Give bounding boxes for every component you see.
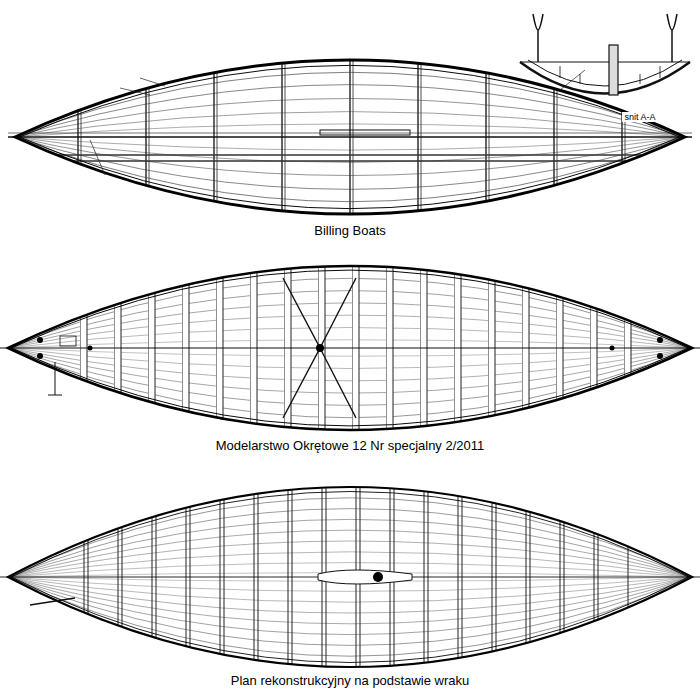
plan-caption: Modelarstwo Okrętowe 12 Nr specjalny 2/2…	[214, 438, 487, 453]
plan-caption: Plan rekonstrukcyjny na podstawie wraku	[229, 673, 471, 688]
plan-caption: Billing Boats	[312, 223, 388, 238]
section-inset	[520, 14, 690, 95]
hull-plan-1	[0, 0, 700, 300]
section-label: snit A-A	[622, 112, 657, 122]
